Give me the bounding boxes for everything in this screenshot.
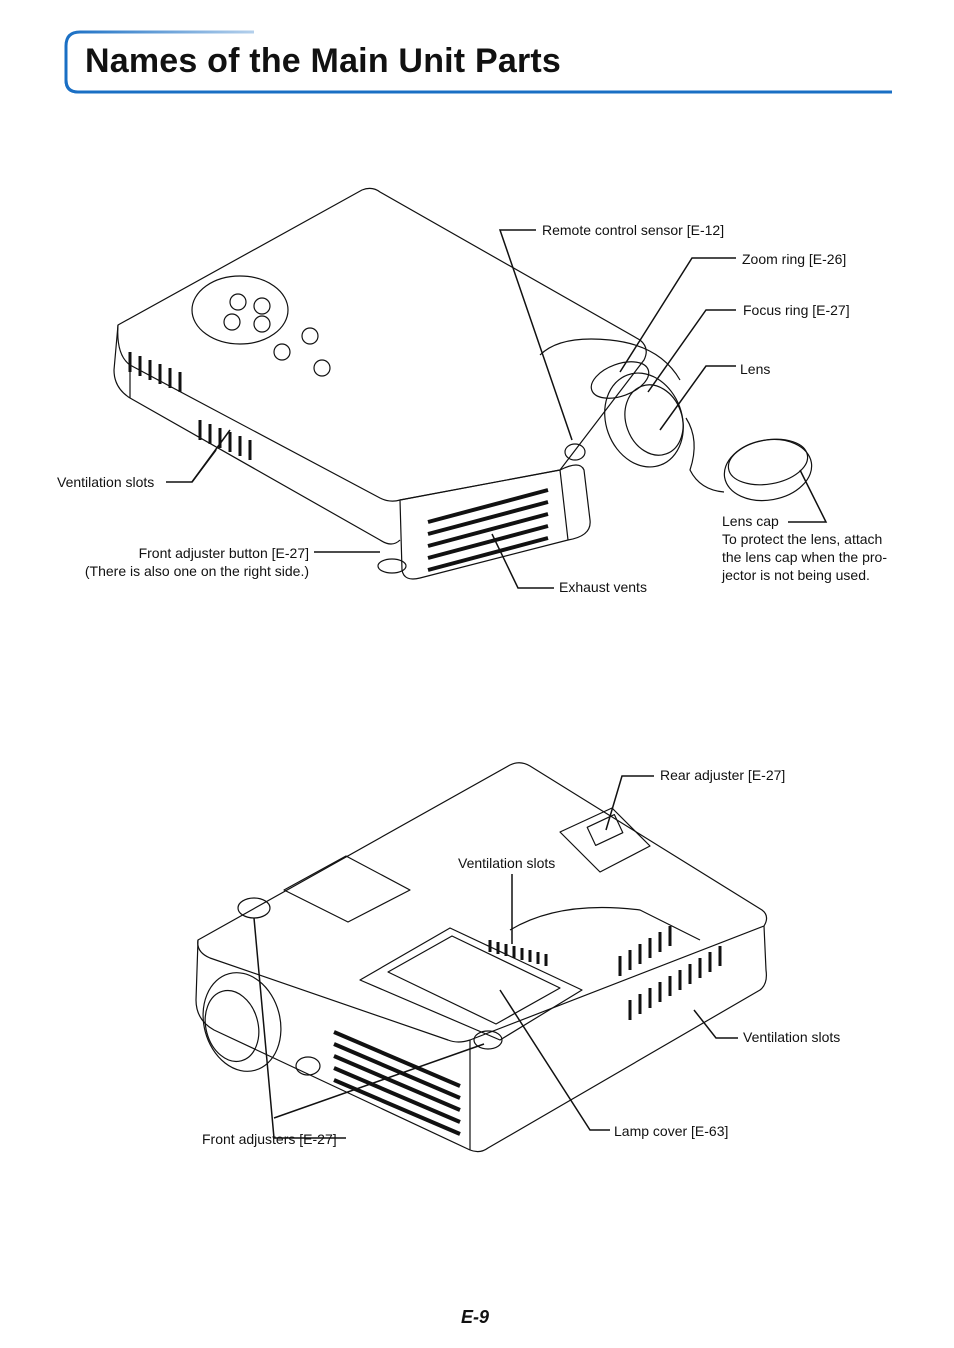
projector-top-view-illustration <box>113 187 828 589</box>
page-number: E-9 <box>461 1307 490 1327</box>
label-remote-control-sensor: Remote control sensor [E-12] <box>542 222 725 238</box>
label-lens: Lens <box>740 361 771 377</box>
label-front-adjuster-note: (There is also one on the right side.) <box>84 563 309 579</box>
label-ventilation-slots: Ventilation slots <box>57 474 155 490</box>
label-front-adjusters: Front adjusters [E-27] <box>202 1131 337 1147</box>
label-front-adjuster-button: Front adjuster button [E-27] <box>138 545 309 561</box>
label-ventilation-slots-top: Ventilation slots <box>458 855 556 871</box>
page-title: Names of the Main Unit Parts <box>85 42 562 80</box>
title-frame <box>64 30 892 94</box>
label-focus-ring: Focus ring [E-27] <box>743 302 850 318</box>
projector-bottom-view-illustration <box>195 762 768 1153</box>
label-ventilation-slots-side: Ventilation slots <box>743 1029 841 1045</box>
label-exhaust-vents: Exhaust vents <box>559 579 647 595</box>
label-zoom-ring: Zoom ring [E-26] <box>742 251 847 267</box>
label-lens-cap: Lens cap <box>722 513 779 529</box>
label-lamp-cover: Lamp cover [E-63] <box>614 1123 729 1139</box>
label-lens-cap-note-3: jector is not being used. <box>722 567 870 583</box>
label-rear-adjuster: Rear adjuster [E-27] <box>660 767 786 783</box>
label-lens-cap-note-1: To protect the lens, attach <box>722 531 883 547</box>
label-lens-cap-note-2: the lens cap when the pro- <box>722 549 887 565</box>
